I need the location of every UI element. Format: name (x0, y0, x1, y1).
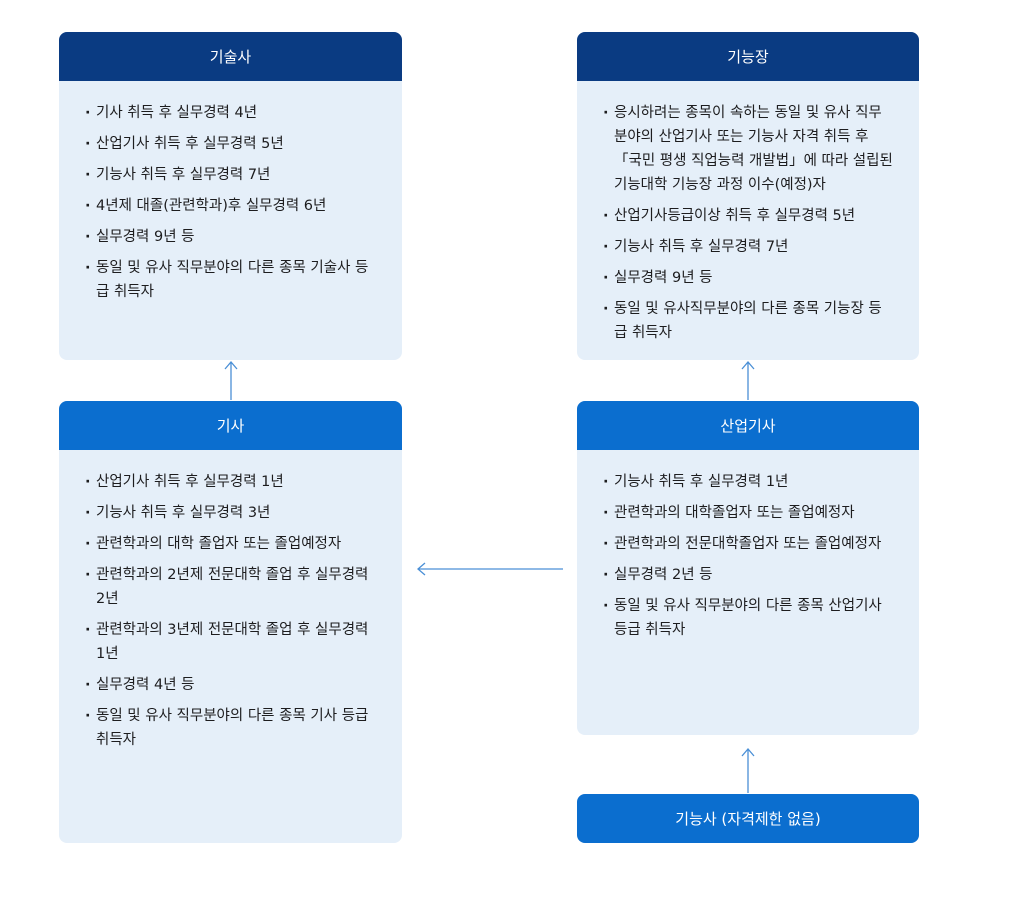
list-item: 실무경력 4년 등 (85, 673, 378, 697)
list-item: 실무경력 9년 등 (85, 225, 378, 249)
card-gineungjang-list: 응시하려는 종목이 속하는 동일 및 유사 직무분야의 산업기사 또는 기능사 … (577, 81, 919, 345)
card-saneopgisa-list: 기능사 취득 후 실무경력 1년관련학과의 대학졸업자 또는 졸업예정자관련학과… (577, 450, 919, 642)
list-item: 동일 및 유사 직무분야의 다른 종목 기사 등급 취득자 (85, 704, 378, 752)
list-item: 기능사 취득 후 실무경력 7년 (603, 235, 895, 259)
list-item: 관련학과의 대학졸업자 또는 졸업예정자 (603, 501, 895, 525)
list-item: 동일 및 유사 직무분야의 다른 종목 기술사 등급 취득자 (85, 256, 378, 304)
card-saneopgisa-title: 산업기사 (577, 401, 919, 450)
list-item: 실무경력 9년 등 (603, 266, 895, 290)
arrow-gineungsa-to-saneopgisa (741, 748, 755, 793)
arrow-saneopgisa-to-gineungjang (741, 361, 755, 400)
list-item: 실무경력 2년 등 (603, 563, 895, 587)
list-item: 기능사 취득 후 실무경력 7년 (85, 163, 378, 187)
card-gisa-title: 기사 (59, 401, 402, 450)
list-item: 동일 및 유사 직무분야의 다른 종목 산업기사 등급 취득자 (603, 594, 895, 642)
list-item: 기능사 취득 후 실무경력 3년 (85, 501, 378, 525)
arrow-saneopgisa-to-gisa (417, 562, 563, 576)
arrow-gisa-to-gisulsa (224, 361, 238, 400)
gineungsa-label: 기능사 (자격제한 없음) (675, 810, 821, 828)
list-item: 관련학과의 대학 졸업자 또는 졸업예정자 (85, 532, 378, 556)
card-saneopgisa: 산업기사 기능사 취득 후 실무경력 1년관련학과의 대학졸업자 또는 졸업예정… (577, 401, 919, 735)
list-item: 산업기사 취득 후 실무경력 1년 (85, 470, 378, 494)
list-item: 4년제 대졸(관련학과)후 실무경력 6년 (85, 194, 378, 218)
card-gineungjang: 기능장 응시하려는 종목이 속하는 동일 및 유사 직무분야의 산업기사 또는 … (577, 32, 919, 360)
card-gisulsa: 기술사 기사 취득 후 실무경력 4년산업기사 취득 후 실무경력 5년기능사 … (59, 32, 402, 360)
list-item: 응시하려는 종목이 속하는 동일 및 유사 직무분야의 산업기사 또는 기능사 … (603, 101, 895, 197)
list-item: 기능사 취득 후 실무경력 1년 (603, 470, 895, 494)
list-item: 기사 취득 후 실무경력 4년 (85, 101, 378, 125)
gineungsa-box: 기능사 (자격제한 없음) (577, 794, 919, 843)
list-item: 관련학과의 전문대학졸업자 또는 졸업예정자 (603, 532, 895, 556)
list-item: 산업기사등급이상 취득 후 실무경력 5년 (603, 204, 895, 228)
card-gisulsa-list: 기사 취득 후 실무경력 4년산업기사 취득 후 실무경력 5년기능사 취득 후… (59, 81, 402, 304)
card-gineungjang-title: 기능장 (577, 32, 919, 81)
card-gisa-list: 산업기사 취득 후 실무경력 1년기능사 취득 후 실무경력 3년관련학과의 대… (59, 450, 402, 752)
card-gisa: 기사 산업기사 취득 후 실무경력 1년기능사 취득 후 실무경력 3년관련학과… (59, 401, 402, 843)
list-item: 산업기사 취득 후 실무경력 5년 (85, 132, 378, 156)
list-item: 관련학과의 2년제 전문대학 졸업 후 실무경력 2년 (85, 563, 378, 611)
list-item: 관련학과의 3년제 전문대학 졸업 후 실무경력 1년 (85, 618, 378, 666)
list-item: 동일 및 유사직무분야의 다른 종목 기능장 등급 취득자 (603, 297, 895, 345)
card-gisulsa-title: 기술사 (59, 32, 402, 81)
